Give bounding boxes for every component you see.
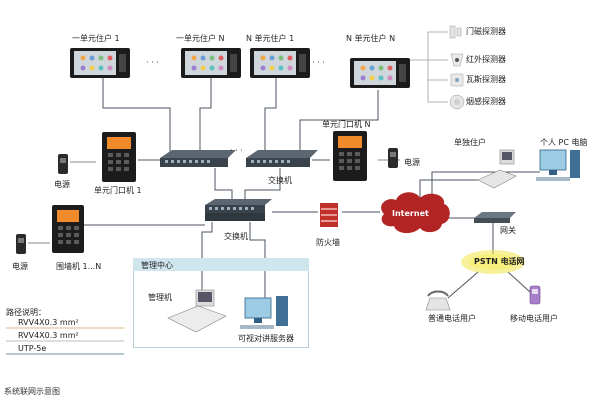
label-management-unit: 管理机 — [148, 293, 172, 302]
label-pc: 个人 PC 电脑 — [540, 138, 588, 147]
label-power-2: 电源 — [12, 262, 28, 271]
label-unit1-userN: 一单元住户 N — [176, 34, 225, 43]
power-supply-icon-1 — [58, 154, 68, 174]
legend-item-1: RVV4X0.3 mm² — [18, 318, 79, 327]
label-unitN-userN: N 单元住户 N — [346, 34, 396, 43]
firewall-icon — [320, 203, 338, 227]
video-intercom-server-icon — [240, 296, 288, 329]
switch-center — [205, 199, 272, 221]
label-switch-2: 交换机 — [268, 176, 292, 185]
indoor-monitor-unitN-userN — [350, 58, 410, 88]
label-gas-sensor: 瓦斯探测器 — [466, 75, 506, 84]
single-user-phone-icon — [477, 149, 517, 189]
switch-1 — [160, 150, 236, 167]
label-power-1: 电源 — [54, 180, 70, 189]
label-wall-station: 围墙机 1...N — [56, 262, 102, 271]
power-supply-icon-2 — [16, 234, 26, 254]
label-unitN-user1: N 单元住户 1 — [246, 34, 295, 43]
ellipsis-3: · · · — [230, 146, 243, 155]
infrared-sensor-icon — [450, 53, 464, 67]
label-server: 可视对讲服务器 — [238, 334, 294, 343]
legend-item-2: RVV4X0.3 mm² — [18, 331, 79, 340]
label-power-3: 电源 — [404, 158, 420, 167]
label-mobile-user: 移动电话用户 — [510, 314, 558, 323]
label-switch-center: 交换机 — [224, 232, 248, 241]
figure-caption: 系统联网示意图 — [4, 387, 60, 396]
label-smoke-sensor: 烟感探测器 — [466, 97, 506, 106]
gateway-icon — [474, 212, 516, 223]
power-supply-icon-3 — [388, 148, 398, 168]
legend-lines — [6, 327, 124, 355]
ellipsis-2: · · · — [312, 58, 325, 67]
management-center-header — [133, 258, 309, 271]
label-internet: Internet — [392, 209, 429, 218]
sensor-lines — [410, 31, 448, 103]
internet-cloud-icon — [381, 192, 450, 234]
label-gateway: 网关 — [500, 226, 516, 235]
switch-2 — [246, 150, 318, 167]
indoor-monitor-unit1-userN — [181, 48, 241, 78]
pstn-cloud-icon — [461, 250, 525, 274]
label-single-user: 单独住户 — [454, 138, 486, 147]
door-sensor-icon — [449, 25, 462, 39]
wall-station — [52, 205, 84, 253]
mobile-phone-icon — [529, 285, 541, 305]
pc-icon — [536, 149, 580, 181]
gas-sensor-icon — [450, 73, 464, 87]
label-door-station-1: 单元门口机 1 — [94, 186, 142, 195]
landline-phone-icon — [425, 290, 451, 311]
indoor-monitor-unit1-user1 — [70, 48, 130, 78]
management-unit-icon — [167, 289, 227, 333]
label-infrared-sensor: 红外探测器 — [466, 55, 506, 64]
door-station-N — [333, 131, 367, 181]
legend-title: 路径说明： — [6, 308, 46, 317]
legend-item-3: UTP-5e — [18, 344, 47, 353]
label-firewall: 防火墙 — [316, 238, 340, 247]
ellipsis-1: · · · — [146, 58, 159, 67]
indoor-monitor-unitN-user1 — [250, 48, 310, 78]
door-station-1 — [102, 132, 136, 182]
label-pstn: PSTN 电话网 — [474, 257, 525, 266]
label-door-station-N: 单元门口机 N — [322, 120, 371, 129]
label-door-sensor: 门磁探测器 — [466, 27, 506, 36]
smoke-sensor-icon — [449, 94, 465, 110]
management-center-title: 管理中心 — [141, 261, 173, 270]
label-phone-user: 普通电话用户 — [428, 314, 476, 323]
label-unit1-user1: 一单元住户 1 — [72, 34, 120, 43]
